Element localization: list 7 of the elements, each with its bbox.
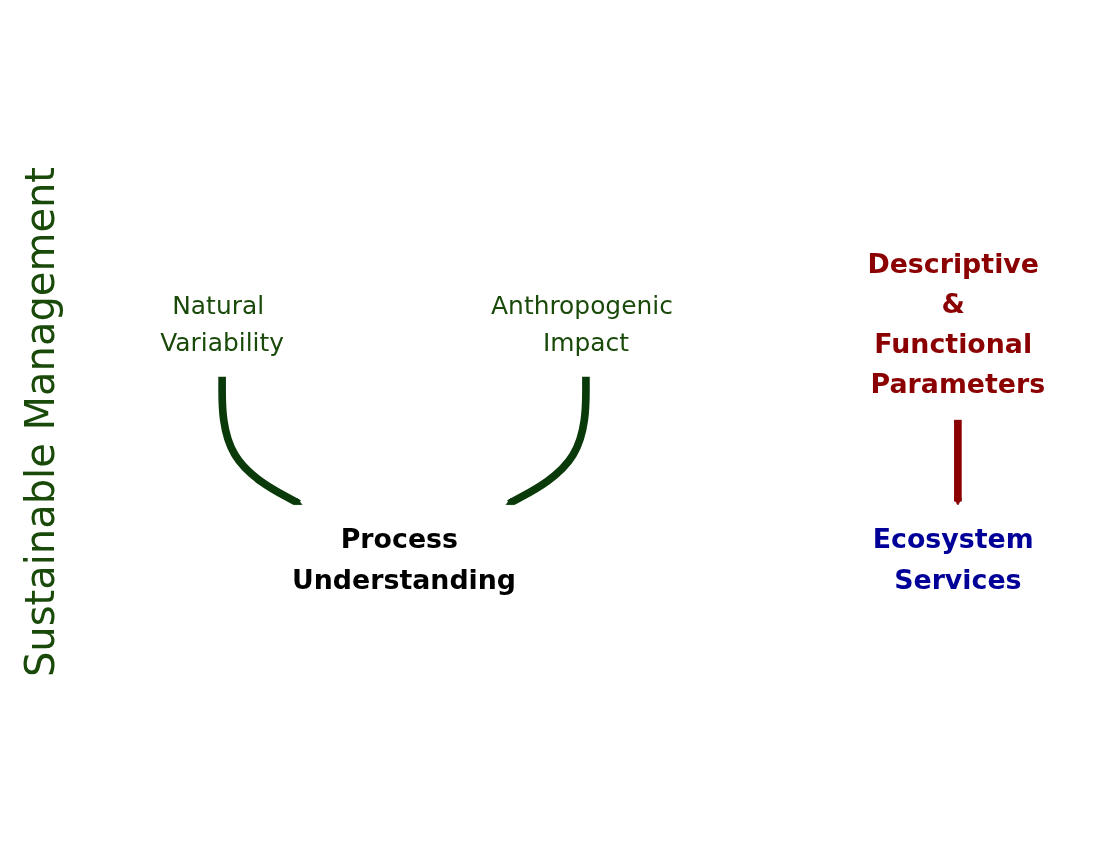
node-text: Ecosystem Services	[872, 523, 1034, 596]
node-text: Anthropogenic Impact	[491, 291, 673, 358]
arrow	[953, 419, 963, 507]
rotated-label: Sustainable Management	[17, 166, 63, 678]
node-text: Natural Variability	[160, 291, 285, 358]
node-text: Process Understanding	[292, 523, 517, 596]
node-text: Descriptive & Functional Parameters	[867, 248, 1046, 401]
